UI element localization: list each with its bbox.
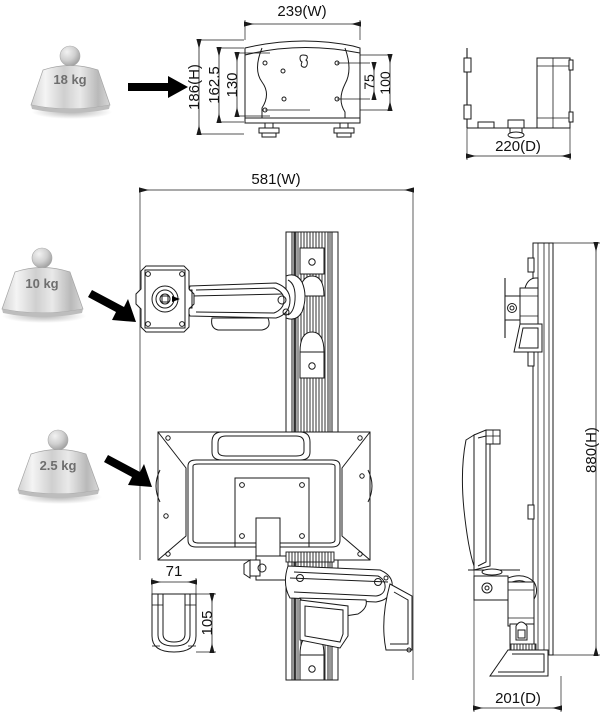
upper-view-foot-left xyxy=(258,122,280,138)
weight-label-10kg: 10 kg xyxy=(25,276,58,291)
dimension-880H xyxy=(553,242,600,656)
weight-icon-18kg xyxy=(30,45,112,119)
main-side-view xyxy=(461,242,554,677)
dimension-label-105: 105 xyxy=(199,610,216,635)
dimension-label-581W: 581(W) xyxy=(251,171,300,188)
upper-view-foot-right xyxy=(333,122,355,138)
upper-arm-assembly xyxy=(186,274,306,331)
dimension-100 xyxy=(360,54,393,111)
dimension-label-130: 130 xyxy=(224,72,241,97)
dimension-162-5 xyxy=(216,47,244,123)
dimension-186H xyxy=(196,39,244,135)
arrow-25kg xyxy=(104,455,152,487)
dimension-130 xyxy=(234,52,270,117)
dimension-220D xyxy=(466,128,571,160)
dimension-label-100: 100 xyxy=(377,71,393,95)
dimension-label-162-5: 162.5 xyxy=(206,66,223,104)
weight-icon-25kg xyxy=(17,429,102,504)
rail-slider-lower xyxy=(299,331,325,379)
lower-arm-assembly xyxy=(243,551,413,653)
upper-front-view xyxy=(244,40,370,138)
rail-slider-upper xyxy=(299,247,325,297)
dimension-label-239W: 239(W) xyxy=(277,3,326,20)
dimension-581W xyxy=(139,187,414,680)
dimension-239W xyxy=(244,20,361,40)
large-monitor-rear xyxy=(155,431,373,561)
dimension-105 xyxy=(196,593,216,653)
arrow-18kg xyxy=(128,76,188,98)
weight-label-18kg: 18 kg xyxy=(53,72,86,87)
dimension-label-71: 71 xyxy=(166,563,183,580)
dimension-label-220D: 220(D) xyxy=(495,138,541,155)
dimension-label-186H: 186(H) xyxy=(186,64,203,110)
upper-side-view xyxy=(463,48,574,139)
side-view-lower-arm xyxy=(461,429,549,677)
dimension-label-75: 75 xyxy=(361,74,377,90)
weight-label-25kg: 2.5 kg xyxy=(40,458,77,473)
side-view-upper-arm xyxy=(504,277,543,353)
rail-cross-section-view xyxy=(151,593,197,653)
weight-icon-10kg xyxy=(1,247,86,323)
dimension-label-201D: 201(D) xyxy=(495,690,541,707)
dimension-201D xyxy=(473,570,562,712)
vesa-mount-plate xyxy=(135,265,195,333)
dimension-label-880H: 880(H) xyxy=(583,427,600,473)
arrow-10kg xyxy=(88,290,136,322)
dimension-71 xyxy=(151,578,197,594)
